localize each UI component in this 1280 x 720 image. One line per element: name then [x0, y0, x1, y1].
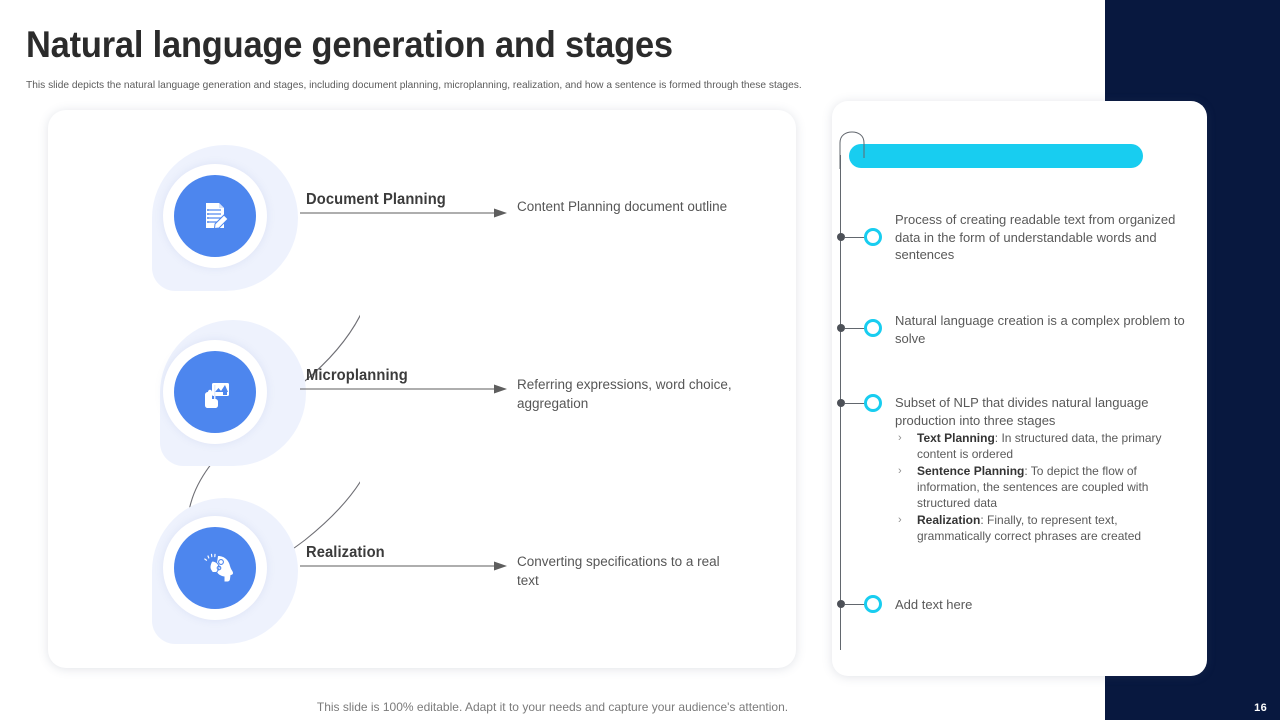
- stage-arrow-2: [300, 384, 507, 394]
- head-lightbulb-icon: [194, 547, 236, 589]
- hand-card-icon: [195, 372, 235, 412]
- sub-item-rest: : In structured data, the primary conten…: [917, 431, 1162, 461]
- footer-note: This slide is 100% editable. Adapt it to…: [316, 700, 789, 714]
- page-number: 16: [1254, 702, 1267, 714]
- sub-item: › Text Planning: In structured data, the…: [895, 430, 1187, 462]
- timeline-sublist-3: › Text Planning: In structured data, the…: [895, 430, 1187, 544]
- timeline-stem-3: [845, 403, 865, 404]
- chevron-right-icon: ›: [898, 514, 902, 526]
- timeline-text-3: Subset of NLP that divides natural langu…: [895, 394, 1187, 544]
- stage-desc-2: Referring expressions, word choice, aggr…: [517, 377, 732, 411]
- chevron-right-icon: ›: [898, 465, 902, 477]
- details-card: [832, 101, 1207, 676]
- stage-icon-circle-3[interactable]: [174, 527, 256, 609]
- timeline-text-2: Natural language creation is a complex p…: [895, 313, 1185, 346]
- timeline-dot-4: [837, 600, 845, 608]
- timeline-ring-1: [864, 228, 882, 246]
- timeline-text-1: Process of creating readable text from o…: [895, 212, 1176, 262]
- stage-desc-3: Converting specifications to a real text: [517, 554, 720, 588]
- sub-item-rest: : To depict the flow of information, the…: [917, 464, 1149, 510]
- timeline-stem-4: [845, 604, 865, 605]
- sub-item-rest: : Finally, to represent text, grammatica…: [917, 513, 1142, 543]
- stage-icon-circle-1[interactable]: [174, 175, 256, 257]
- timeline-hook: [839, 131, 865, 169]
- timeline-text-4: Add text here: [895, 597, 973, 612]
- page-subtitle: This slide depicts the natural language …: [26, 79, 802, 91]
- stage-arrow-1: [300, 208, 507, 218]
- stage-desc-1: Content Planning document outline: [517, 199, 728, 214]
- timeline-stem-1: [845, 237, 865, 238]
- chevron-right-icon: ›: [898, 432, 902, 444]
- sub-item-lead: Sentence Planning: [917, 464, 1025, 478]
- timeline-ring-3: [864, 394, 882, 412]
- timeline-dot-1: [837, 233, 845, 241]
- stage-label-1: Document Planning: [306, 191, 446, 208]
- page-title: Natural language generation and stages: [26, 24, 673, 65]
- timeline-dot-3: [837, 399, 845, 407]
- timeline-ring-2: [864, 319, 882, 337]
- timeline-text-3-main: Subset of NLP that divides natural langu…: [895, 395, 1149, 428]
- sub-item-lead: Text Planning: [917, 431, 995, 445]
- stage-label-3: Realization: [306, 544, 385, 561]
- document-pen-icon: [195, 196, 235, 236]
- stage-label-2: Microplanning: [306, 367, 408, 384]
- sub-item-lead: Realization: [917, 513, 981, 527]
- timeline-dot-2: [837, 324, 845, 332]
- sub-item: › Sentence Planning: To depict the flow …: [895, 463, 1187, 511]
- stage-arrow-3: [300, 561, 507, 571]
- stage-icon-circle-2[interactable]: [174, 351, 256, 433]
- timeline-stem-2: [845, 328, 865, 329]
- sub-item: › Realization: Finally, to represent tex…: [895, 512, 1187, 544]
- timeline-ring-4: [864, 595, 882, 613]
- header-bar-placeholder[interactable]: [849, 144, 1143, 168]
